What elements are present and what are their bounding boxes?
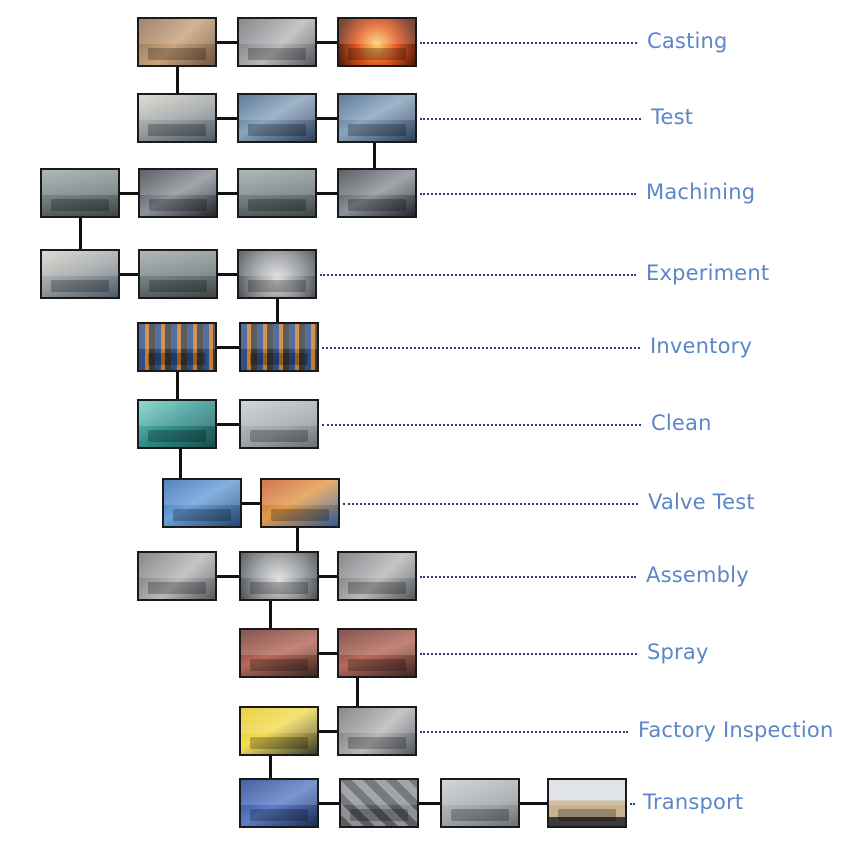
stage-label: Factory Inspection	[638, 718, 834, 742]
leader-line	[322, 347, 640, 349]
machining-photo-3	[237, 168, 317, 218]
connector-line	[242, 502, 260, 505]
connector-line	[120, 273, 138, 276]
spray-photo-2	[337, 628, 417, 678]
leader-line	[630, 803, 633, 805]
assembly-photo-2	[239, 551, 319, 601]
connector-line	[217, 423, 239, 426]
stage-label: Assembly	[646, 563, 749, 587]
inventory-photo-1	[137, 322, 217, 372]
leader-line	[420, 731, 628, 733]
valve-test-photo-2	[260, 478, 340, 528]
experiment-photo-3	[237, 249, 317, 299]
connector-line	[319, 652, 337, 655]
connector-line	[217, 117, 237, 120]
machining-photo-1	[40, 168, 120, 218]
connector-line	[218, 192, 237, 195]
connector-line	[319, 575, 337, 578]
clean-photo-1	[137, 399, 217, 449]
leader-line	[420, 576, 636, 578]
connector-line	[317, 192, 337, 195]
connector-line	[269, 756, 272, 778]
connector-line	[419, 802, 440, 805]
casting-photo-3	[337, 17, 417, 67]
casting-photo-2	[237, 17, 317, 67]
connector-line	[276, 299, 279, 322]
leader-line	[322, 424, 641, 426]
leader-line	[343, 503, 638, 505]
stage-label: Clean	[651, 411, 712, 435]
connector-line	[218, 273, 237, 276]
connector-line	[269, 601, 272, 628]
stage-label: Spray	[647, 640, 709, 664]
connector-line	[179, 449, 182, 478]
leader-line	[420, 42, 637, 44]
connector-line	[373, 143, 376, 168]
stage-label: Machining	[646, 180, 756, 204]
valve-test-photo-1	[162, 478, 242, 528]
test-photo-2	[237, 93, 317, 143]
connector-line	[317, 117, 337, 120]
test-photo-1	[137, 93, 217, 143]
assembly-photo-3	[337, 551, 417, 601]
stage-label: Experiment	[646, 261, 770, 285]
connector-line	[120, 192, 138, 195]
inventory-photo-2	[239, 322, 319, 372]
test-photo-3	[337, 93, 417, 143]
stage-label: Test	[651, 105, 694, 129]
stage-label: Inventory	[650, 334, 753, 358]
connector-line	[317, 41, 337, 44]
connector-line	[319, 802, 339, 805]
connector-line	[217, 41, 237, 44]
transport-photo-1	[239, 778, 319, 828]
connector-line	[217, 575, 239, 578]
stage-label: Transport	[643, 790, 744, 814]
connector-line	[176, 67, 179, 93]
stage-label: Valve Test	[648, 490, 755, 514]
clean-photo-2	[239, 399, 319, 449]
connector-line	[319, 730, 337, 733]
leader-line	[320, 274, 636, 276]
assembly-photo-1	[137, 551, 217, 601]
connector-line	[520, 802, 547, 805]
transport-photo-4	[547, 778, 627, 828]
transport-photo-3	[440, 778, 520, 828]
experiment-photo-1	[40, 249, 120, 299]
connector-line	[79, 218, 82, 249]
factory-inspection-photo-2	[337, 706, 417, 756]
connector-line	[217, 346, 239, 349]
connector-line	[356, 678, 359, 706]
factory-inspection-photo-1	[239, 706, 319, 756]
machining-photo-2	[138, 168, 218, 218]
leader-line	[420, 653, 637, 655]
spray-photo-1	[239, 628, 319, 678]
leader-line	[420, 193, 636, 195]
stage-label: Casting	[647, 29, 728, 53]
experiment-photo-2	[138, 249, 218, 299]
connector-line	[296, 528, 299, 551]
leader-line	[420, 118, 641, 120]
machining-photo-4	[337, 168, 417, 218]
casting-photo-1	[137, 17, 217, 67]
connector-line	[176, 372, 179, 399]
transport-photo-2	[339, 778, 419, 828]
